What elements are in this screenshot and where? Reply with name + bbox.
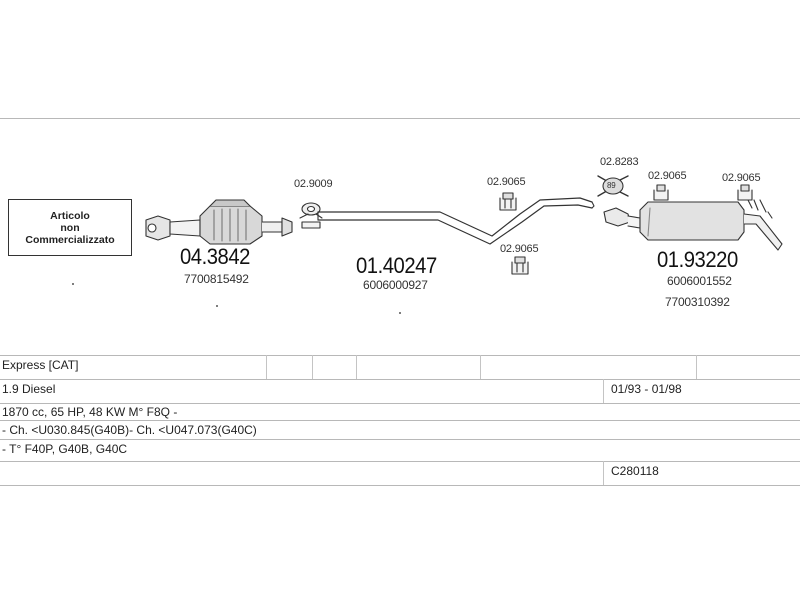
- clamp-drawing-top: [499, 192, 517, 211]
- clamp-code-rear-1: 02.9065: [648, 170, 687, 182]
- table-col-divider: [603, 379, 604, 403]
- stamp-line-3: Commercializzato: [25, 233, 115, 246]
- table-line-4: [0, 420, 800, 421]
- vehicle-model: Express [CAT]: [2, 358, 79, 372]
- vehicle-types: - T° F40P, G40B, G40C: [2, 442, 128, 456]
- top-border-line: [0, 118, 800, 119]
- middle-pipe-drawing: [317, 197, 595, 245]
- table-line-6: [0, 461, 800, 462]
- table-col-divider: [356, 355, 357, 379]
- production-years: 01/93 - 01/98: [611, 382, 682, 396]
- rear-silencer-part-number: 01.93220: [657, 247, 738, 272]
- rear-silencer-oem-number-2: 7700310392: [665, 295, 730, 309]
- table-line-1: [0, 355, 800, 356]
- table-col-divider: [312, 355, 313, 379]
- table-col-divider: [480, 355, 481, 379]
- stamp-line-1: Articolo: [50, 209, 90, 222]
- rear-silencer-oem-number-1: 6006001552: [667, 274, 732, 288]
- table-col-divider: [603, 461, 604, 485]
- table-line-2: [0, 379, 800, 380]
- engine-specs: 1870 cc, 65 HP, 48 KW M° F8Q -: [2, 405, 178, 419]
- stamp-line-2: non: [60, 221, 80, 234]
- table-line-3: [0, 403, 800, 404]
- clamp-drawing-rear-1: [653, 184, 669, 201]
- middle-pipe-oem-number: 6006000927: [363, 278, 428, 292]
- middle-pipe-part-number: 01.40247: [356, 253, 437, 278]
- clamp-drawing-bottom: [511, 256, 529, 275]
- stray-dot: [216, 305, 218, 307]
- table-line-5: [0, 439, 800, 440]
- rear-silencer-drawing: [603, 199, 783, 251]
- table-col-divider: [266, 355, 267, 379]
- engine-type: 1.9 Diesel: [2, 382, 56, 396]
- stray-dot: [72, 283, 74, 285]
- catalyst-part-number: 04.3842: [180, 244, 250, 269]
- reference-code: C280118: [611, 464, 659, 478]
- gasket-code: 02.9009: [294, 178, 333, 190]
- gasket-drawing: [299, 202, 323, 229]
- stray-dot: [399, 312, 401, 314]
- table-col-divider: [696, 355, 697, 379]
- clamp-code-top: 02.9065: [487, 176, 526, 188]
- chassis-range: - Ch. <U030.845(G40B)- Ch. <U047.073(G40…: [2, 423, 257, 437]
- ring-size-label: 89: [607, 181, 616, 190]
- catalyst-oem-number: 7700815492: [184, 272, 249, 286]
- clamp-code-bottom: 02.9065: [500, 243, 539, 255]
- clamp-code-rear-2: 02.9065: [722, 172, 761, 184]
- not-available-stamp: Articolo non Commercializzato: [8, 199, 132, 256]
- table-line-7: [0, 485, 800, 486]
- ring-drawing: [597, 175, 629, 197]
- catalyst-drawing: [145, 199, 293, 245]
- ring-code: 02.8283: [600, 156, 639, 168]
- clamp-drawing-rear-2: [737, 184, 753, 201]
